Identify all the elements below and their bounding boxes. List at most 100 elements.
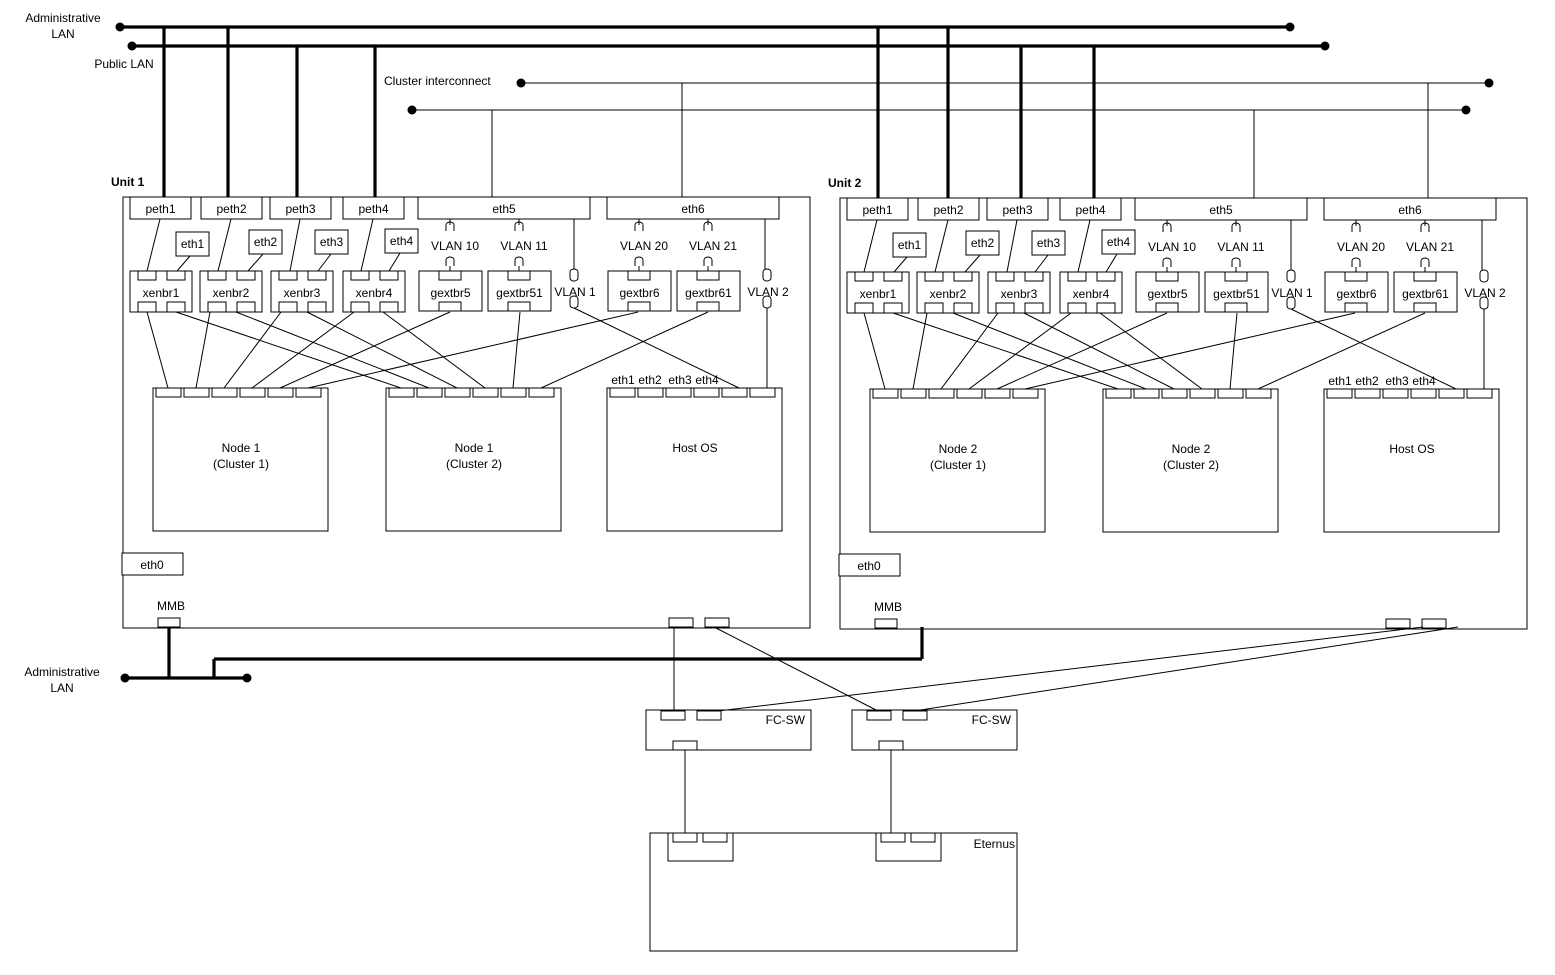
gextbr-port [1413, 302, 1437, 313]
eternus-port [910, 832, 936, 843]
uplink-eth6-box [1323, 197, 1497, 221]
gextbr-label: gextbr6 [619, 286, 659, 300]
vnic-bridge-link [1024, 312, 1356, 390]
mmb-port [157, 617, 181, 628]
bridge-eth-label: eth4 [1107, 235, 1131, 249]
gextbr-label: gextbr51 [1213, 287, 1260, 301]
vlan1-host-link [573, 307, 740, 389]
xenbr-port [1024, 302, 1044, 314]
gextbr-port [627, 270, 651, 281]
peth-xenbr-link [1077, 219, 1091, 273]
gextbr-port [1224, 302, 1248, 313]
vnic-port [749, 387, 776, 398]
unit-title: Unit 1 [111, 175, 145, 189]
cluster-interconnect-label: Cluster interconnect [384, 74, 491, 88]
host-eth-label: eth2 [638, 373, 662, 387]
ci1-left-dot [516, 78, 526, 88]
vlan1-pipe-icon [569, 295, 579, 309]
vnic-port [665, 387, 692, 398]
xenbr-label: xenbr3 [284, 286, 321, 300]
fc-switch-label: FC-SW [972, 713, 1012, 727]
vnic-port [388, 387, 415, 398]
vnic-bridge-link [195, 311, 211, 389]
xenbr-port [137, 270, 157, 281]
vnic-port [900, 388, 927, 399]
vlan2-pipe-icon [762, 268, 772, 282]
eth-xenbr-link [893, 256, 908, 273]
vnic-bridge-link [382, 311, 486, 389]
vnic-port [1245, 388, 1272, 399]
peth-box [986, 197, 1049, 221]
peth-xenbr-link [360, 218, 374, 272]
bridge-eth-box [314, 229, 349, 255]
peth-box [200, 196, 263, 220]
vlan2-label: VLAN 2 [1464, 286, 1506, 300]
host-os-label: Host OS [672, 441, 717, 455]
xenbr-port [953, 271, 973, 282]
fc-switch-port [878, 740, 904, 751]
host-eth-label: eth1 [1328, 374, 1352, 388]
ci2-right-dot [1461, 105, 1471, 115]
gextbr-label: gextbr61 [1402, 287, 1449, 301]
bridge-eth-box [892, 232, 927, 258]
fc-switch-port [660, 710, 686, 721]
vnic-port [295, 387, 322, 398]
xenbr-port [307, 270, 327, 281]
vnic-port [872, 388, 899, 399]
eth-xenbr-link [964, 254, 981, 273]
vnic-port [472, 387, 499, 398]
peth-xenbr-link [289, 218, 301, 272]
mmb-label: MMB [157, 599, 185, 613]
xenbr-label: xenbr4 [356, 286, 393, 300]
gextbr-label: gextbr61 [685, 286, 732, 300]
fc-switch-port [672, 740, 698, 751]
vlan-tag-label: VLAN 11 [1217, 240, 1264, 254]
vlan-tag-hook-icon [445, 256, 455, 266]
peth-label: peth1 [862, 203, 892, 217]
vlan-tag-label: VLAN 10 [1148, 240, 1196, 254]
peth-label: peth4 [1075, 203, 1105, 217]
public-lan-left-dot [127, 41, 137, 51]
vlan-tag-hook-icon [514, 256, 524, 266]
peth-label: peth3 [285, 202, 315, 216]
vnic-port [721, 387, 748, 398]
xenbr-label: xenbr2 [930, 287, 967, 301]
host-eth-label: eth2 [1355, 374, 1379, 388]
eth0-box [121, 552, 184, 576]
xenbr-port [883, 271, 903, 282]
eth-xenbr-link [317, 253, 332, 272]
uplink-eth5-box [417, 196, 591, 220]
uplink-eth5-box [1134, 197, 1308, 221]
vlan-tag-label: VLAN 20 [1337, 240, 1385, 254]
unit-title: Unit 2 [828, 176, 862, 190]
vlan-tag-label: VLAN 10 [431, 239, 479, 253]
hba-port [1421, 618, 1447, 629]
xenbr-port [350, 301, 370, 313]
peth-box [1059, 197, 1122, 221]
fc-link [913, 626, 1459, 712]
node-cluster1-box [869, 388, 1046, 533]
gextbr-port [1344, 271, 1368, 282]
host-os-box [606, 387, 783, 532]
vlan2-pipe-icon [1479, 269, 1489, 283]
vlan-tag-hook-icon [1162, 257, 1172, 267]
bridge-eth-label: eth3 [320, 235, 344, 249]
mmb-port [874, 618, 898, 629]
xenbr-port [278, 270, 298, 281]
gextbr-port [507, 270, 531, 281]
xenbr-port [236, 270, 256, 281]
fc-switch-port [866, 710, 892, 721]
fc-link [713, 626, 879, 712]
vnic-port [1012, 388, 1039, 399]
vlan-tag-hook-icon [703, 256, 713, 266]
fc-link [717, 626, 1424, 712]
vlan-tag-hook-icon [1231, 257, 1241, 267]
vnic-bridge-link [1229, 312, 1238, 390]
xenbr-port [1067, 302, 1087, 314]
host-os-box [1323, 388, 1500, 533]
vnic-bridge-link [223, 311, 282, 389]
gextbr-label: gextbr5 [430, 286, 470, 300]
fc-switch-port [696, 710, 722, 721]
